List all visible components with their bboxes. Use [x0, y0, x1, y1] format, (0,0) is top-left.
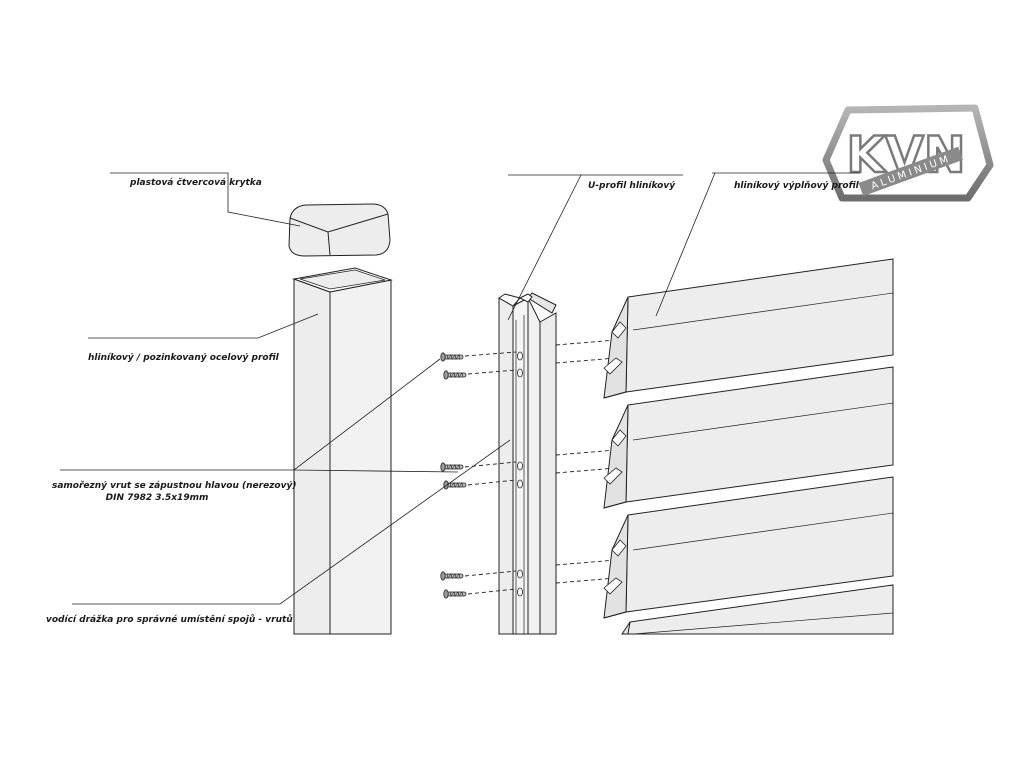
kvn-logo: KVN ALUMINIUM — [822, 104, 994, 202]
label-screw-line2: DIN 7982 3.5x19mm — [105, 493, 209, 503]
screws — [440, 352, 467, 599]
screw-holes — [517, 351, 523, 597]
label-cap: plastová čtvercová krytka — [130, 178, 262, 188]
label-post: hliníkový / pozinkovaný ocelový profil — [88, 353, 279, 363]
screw-5 — [440, 571, 464, 581]
slat-3 — [603, 476, 894, 619]
screw-2 — [443, 370, 467, 380]
logo-text: KVN — [846, 126, 965, 184]
slat-4 — [621, 584, 894, 635]
post-profile — [292, 267, 393, 635]
slat-2 — [603, 366, 894, 509]
label-u-profile: U-profil hliníkový — [588, 181, 676, 191]
label-screw: samořezný vrut se zápustnou hlavou (nere… — [52, 480, 297, 504]
screw-1 — [440, 352, 464, 362]
label-slat: hliníkový výplňový profil — [734, 181, 859, 191]
screw-4 — [443, 480, 467, 490]
slat-1 — [603, 258, 894, 399]
leader-lines — [60, 172, 860, 605]
screw-6 — [443, 589, 467, 599]
screw-3 — [440, 462, 464, 472]
label-screw-line1: samořezný vrut se zápustnou hlavou (nere… — [52, 481, 297, 491]
u-profile — [498, 292, 557, 635]
plastic-cap — [288, 203, 391, 257]
label-groove: vodící drážka pro správné umístění spojů… — [46, 615, 293, 625]
